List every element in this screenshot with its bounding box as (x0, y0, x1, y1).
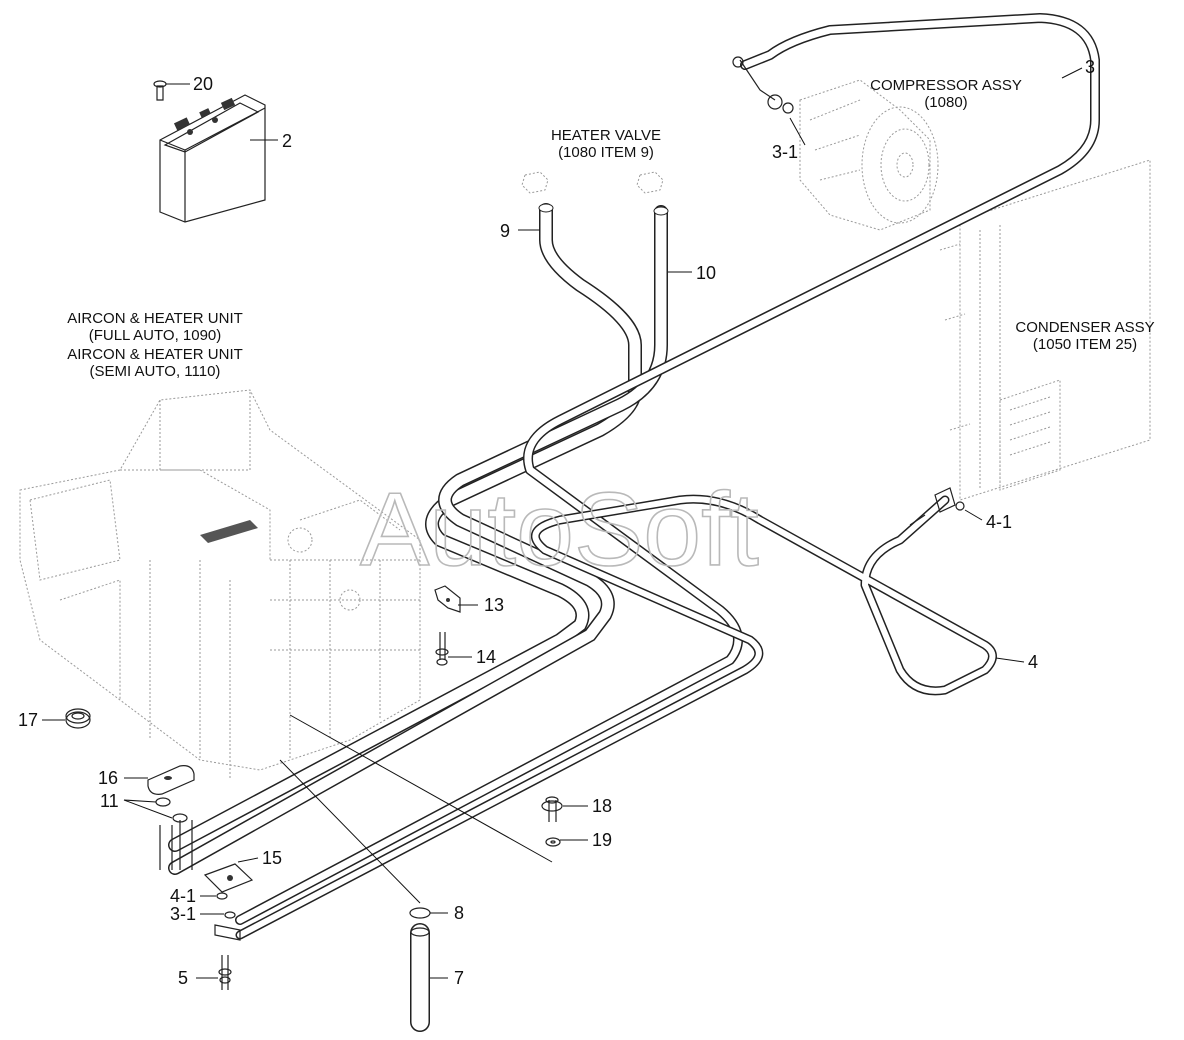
heater-valve-caption-line2: (1080 ITEM 9) (558, 144, 654, 161)
callout-13: 13 (484, 595, 504, 615)
callout-2: 2 (282, 131, 292, 151)
callout-20: 20 (193, 74, 213, 94)
callout-5: 5 (178, 968, 188, 988)
callout-16: 16 (98, 768, 118, 788)
condenser-caption-line2: (1050 ITEM 25) (1033, 336, 1137, 353)
heater-valve-caption-line1: HEATER VALVE (551, 127, 661, 144)
condenser-ghost (939, 159, 1151, 501)
aircon-full-caption-line1: AIRCON & HEATER UNIT (67, 310, 243, 327)
callout-4-1-right: 4-1 (986, 512, 1012, 532)
callout-3: 3 (1085, 57, 1095, 77)
aircon-full-caption-line2: (FULL AUTO, 1090) (89, 327, 222, 344)
callout-14: 14 (476, 647, 496, 667)
callout-18: 18 (592, 796, 612, 816)
callouts: 20 2 3 3-1 9 10 4-1 4 13 14 17 16 11 18 … (18, 57, 1095, 988)
compressor-caption-line2: (1080) (924, 94, 967, 111)
aircon-semi-caption-line1: AIRCON & HEATER UNIT (67, 346, 243, 363)
callout-19: 19 (592, 830, 612, 850)
callout-11: 11 (100, 791, 119, 811)
callout-4: 4 (1028, 652, 1038, 672)
aircon-semi-caption-line2: (SEMI AUTO, 1110) (90, 363, 221, 380)
callout-3-1-left: 3-1 (170, 904, 196, 924)
control-panel-part (153, 80, 266, 223)
callout-3-1-top: 3-1 (772, 142, 798, 162)
callout-15: 15 (262, 848, 282, 868)
condenser-caption-line1: CONDENSER ASSY (1015, 319, 1154, 336)
pipe-3 (235, 13, 1100, 925)
watermark-text: AutoSoft (360, 472, 759, 588)
pipe-4 (235, 487, 997, 940)
heater-valve-ghost (521, 171, 664, 194)
callout-17: 17 (18, 710, 38, 730)
small-parts (65, 585, 563, 1032)
aircon-heater-unit-ghost (19, 389, 421, 780)
compressor-caption-line1: COMPRESSOR ASSY (870, 77, 1022, 94)
callout-4-1-left: 4-1 (170, 886, 196, 906)
leader-lines (42, 67, 1083, 979)
callout-9: 9 (500, 221, 510, 241)
captions: COMPRESSOR ASSY (1080) HEATER VALVE (108… (67, 77, 1154, 380)
callout-8: 8 (454, 903, 464, 923)
compressor-ghost (799, 79, 939, 231)
callout-7: 7 (454, 968, 464, 988)
callout-10: 10 (696, 263, 716, 283)
